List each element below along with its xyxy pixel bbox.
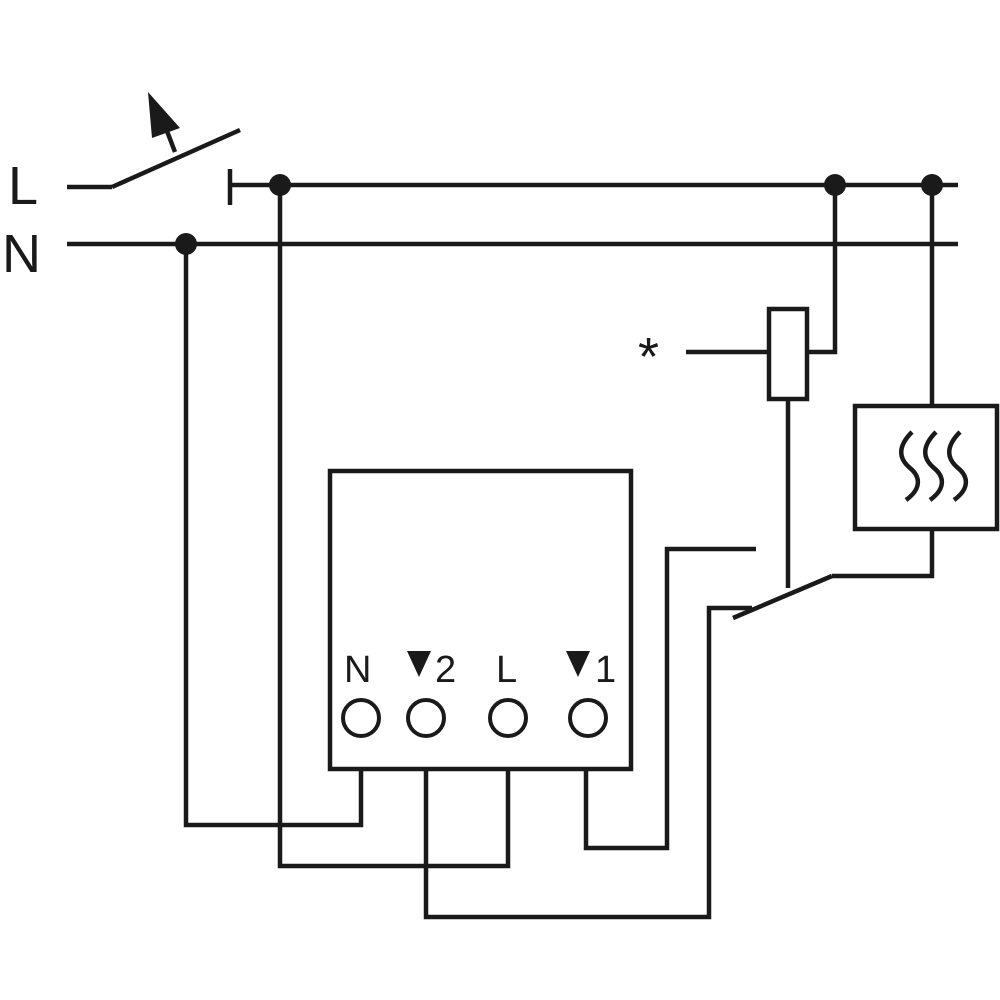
terminal-label-l: L xyxy=(496,649,517,691)
triangle-icon xyxy=(407,651,431,677)
terminal-label-n: N xyxy=(344,649,371,691)
neutral-wire xyxy=(183,244,364,828)
relay-coil xyxy=(766,306,810,402)
relay xyxy=(686,185,935,621)
terminal-l xyxy=(488,698,528,738)
terminal-1 xyxy=(568,698,608,738)
heater-box xyxy=(852,403,1000,532)
line-label: L xyxy=(8,156,38,216)
terminal-2 xyxy=(406,698,446,738)
terminal-n xyxy=(341,698,381,738)
relay-note-label: * xyxy=(638,327,659,387)
main-switch xyxy=(67,92,958,205)
terminal-label-2: 2 xyxy=(435,649,456,691)
line-wire xyxy=(277,185,511,869)
triangle-icon xyxy=(566,651,590,677)
output-2-wire xyxy=(423,605,752,920)
output-1-wire xyxy=(583,546,756,851)
heater xyxy=(852,185,1000,532)
terminal-label-1: 1 xyxy=(595,649,616,691)
relay-contact xyxy=(732,573,833,621)
neutral-label: N xyxy=(2,224,41,284)
device: N 2 L 1 xyxy=(327,468,634,772)
heat-waves-icon xyxy=(899,430,968,502)
